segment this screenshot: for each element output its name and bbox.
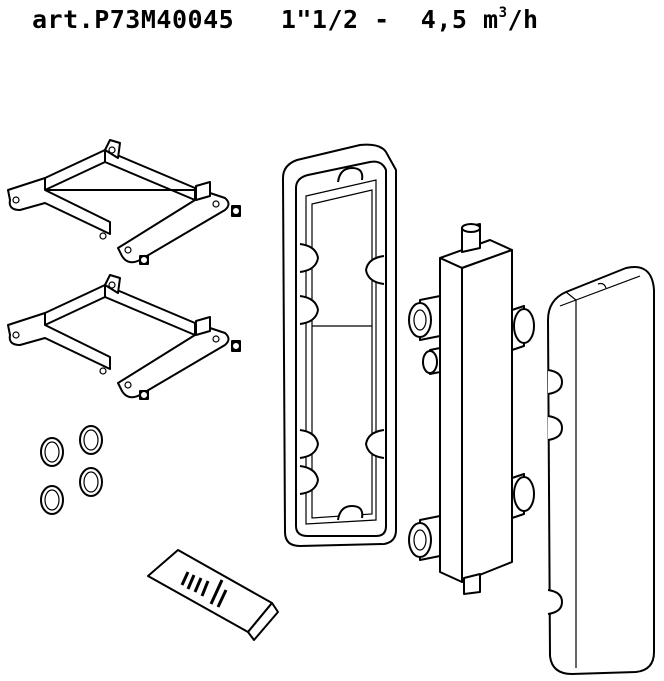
instruction-leaflet — [147, 549, 279, 641]
flow-rate-exponent: 3 — [498, 4, 508, 21]
connection-size: 1"1/2 - — [280, 5, 390, 34]
wall-bracket-upper — [7, 139, 241, 265]
flow-rate-unit: /h — [507, 5, 539, 34]
upper-left-connection — [408, 295, 441, 341]
insulation-shell-front — [547, 266, 655, 675]
insulation-shell-back — [282, 143, 397, 547]
lower-right-connection — [511, 473, 535, 519]
article-code: art.P73M40045 — [32, 5, 235, 34]
flow-rate: 4,5 m — [420, 5, 499, 34]
wall-bracket-lower — [7, 274, 241, 400]
upper-right-connection — [511, 305, 535, 351]
lower-left-connection — [408, 515, 441, 561]
drain-fitting — [422, 347, 441, 375]
hydraulic-separator — [408, 223, 535, 595]
gasket-rings — [40, 425, 103, 515]
page-title: art.P73M40045 1"1/2 - 4,5 m3/h — [32, 4, 539, 36]
